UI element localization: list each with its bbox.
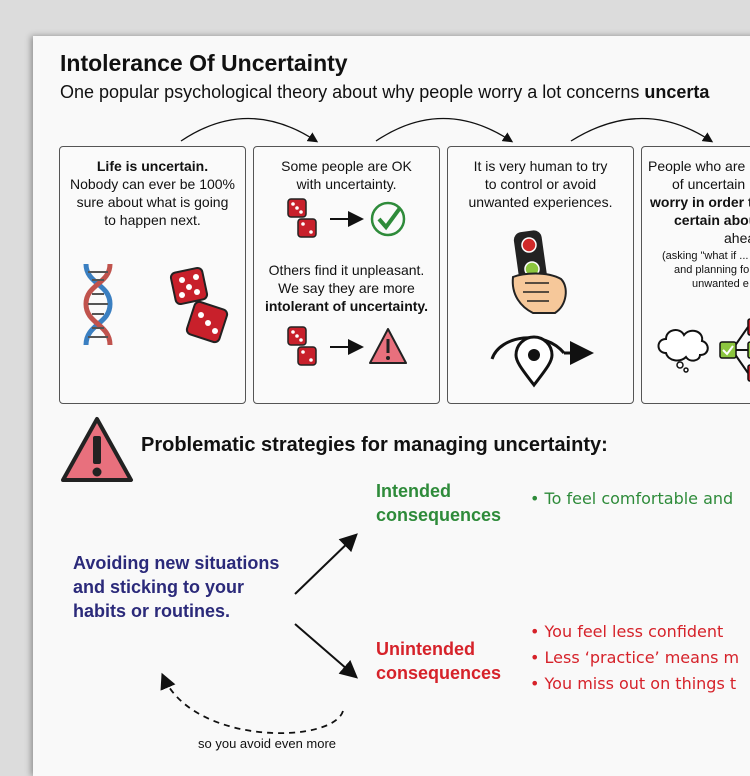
unintended-item-3: • You miss out on things t <box>530 674 737 693</box>
arc-arrow-1 <box>180 117 319 143</box>
panel4-line1: People who are <box>648 158 746 174</box>
arc-arrow-3 <box>570 117 714 143</box>
strategy-line3: habits or routines. <box>73 601 231 621</box>
subtitle-text: One popular psychological theory about w… <box>60 82 645 102</box>
panel2-line1: Some people are OK <box>281 158 412 174</box>
panel1-line3: to happen next. <box>104 212 201 228</box>
intended-label-line1: Intended <box>376 481 451 501</box>
panel4-small3: unwanted e <box>692 278 749 290</box>
panel4-line3: ahead <box>724 230 750 246</box>
panel3-line3: unwanted experiences. <box>468 194 613 210</box>
strategy-line1: Avoiding new situations <box>73 553 280 573</box>
strategies-heading: Problematic strategies for managing unce… <box>141 434 608 456</box>
panel-control-avoid: It is very human to try to control or av… <box>447 146 634 404</box>
thought-cloud-icon <box>657 329 709 373</box>
subtitle-bold: uncerta <box>644 82 710 102</box>
panel-worry-certain: People who are of uncertain worry in ord… <box>641 146 750 404</box>
panel-tolerance: Some people are OK with uncertainty. Oth… <box>253 146 440 404</box>
panel4-small1: (asking "what if ... <box>662 250 749 262</box>
unintended-consequences-label: Unintended consequences <box>376 637 501 685</box>
unintended-item-1: • You feel less confident <box>530 622 724 641</box>
panel2-line3: Others find it unpleasant. <box>268 262 425 278</box>
unintended-label-line2: consequences <box>376 663 502 683</box>
avoidance-strategy: Avoiding new situations and sticking to … <box>73 551 279 623</box>
panel-connector-arrows <box>180 117 714 143</box>
dna-icon <box>83 263 113 346</box>
map-pin-detour-icon <box>490 335 594 388</box>
check-circle-icon <box>370 201 406 237</box>
panel3-line2: to control or avoid <box>484 176 597 192</box>
panel4-bold2: certain about <box>674 212 750 228</box>
dice-icon <box>169 266 229 344</box>
intended-item: • To feel comfortable and <box>530 489 734 508</box>
dashed-loop-arrow <box>160 672 344 734</box>
dice-icon <box>287 198 317 238</box>
arrow-to-unintended <box>294 623 359 679</box>
remote-control-hand-icon <box>511 230 567 314</box>
unintended-item-2: • Less ‘practice’ means m <box>530 648 740 667</box>
intended-consequences-label: Intended consequences <box>376 479 501 527</box>
panel1-line1: Nobody can ever be 100% <box>70 176 235 192</box>
panel2-line4: We say they are more <box>278 280 415 296</box>
worksheet-page: Intolerance Of Uncertainty One popular p… <box>33 36 750 776</box>
panel2-line2: with uncertainty. <box>296 176 397 192</box>
arrow-to-intended <box>294 533 358 595</box>
panel-life-uncertain: Life is uncertain. Nobody can ever be 10… <box>59 146 246 404</box>
ok-row-icons <box>287 198 406 238</box>
dice-icon <box>287 326 317 366</box>
loop-caption: so you avoid even more <box>198 736 337 751</box>
panel1-heading: Life is uncertain. <box>96 158 209 174</box>
page-title: Intolerance Of Uncertainty <box>60 50 348 76</box>
strategy-line2: and sticking to your <box>73 577 245 597</box>
arc-arrow-2 <box>375 117 514 143</box>
unintended-label-line1: Unintended <box>376 639 475 659</box>
page-subtitle: One popular psychological theory about w… <box>60 82 709 103</box>
consequence-arrows <box>160 533 359 734</box>
panel4-line2: of uncertain <box>672 176 746 192</box>
intended-label-line2: consequences <box>376 505 502 525</box>
panel4-small2: and planning fo <box>674 264 750 276</box>
warning-triangle-icon <box>61 417 133 482</box>
decision-flowchart-icon <box>719 318 750 382</box>
intolerant-row-icons <box>287 326 407 366</box>
warning-triangle-icon <box>369 328 407 364</box>
panel2-bold-line: intolerant of uncertainty. <box>264 298 429 314</box>
panel3-line1: It is very human to try <box>473 158 608 174</box>
panel1-line2: sure about what is going <box>76 194 229 210</box>
panel4-bold1: worry in order t <box>650 194 750 210</box>
